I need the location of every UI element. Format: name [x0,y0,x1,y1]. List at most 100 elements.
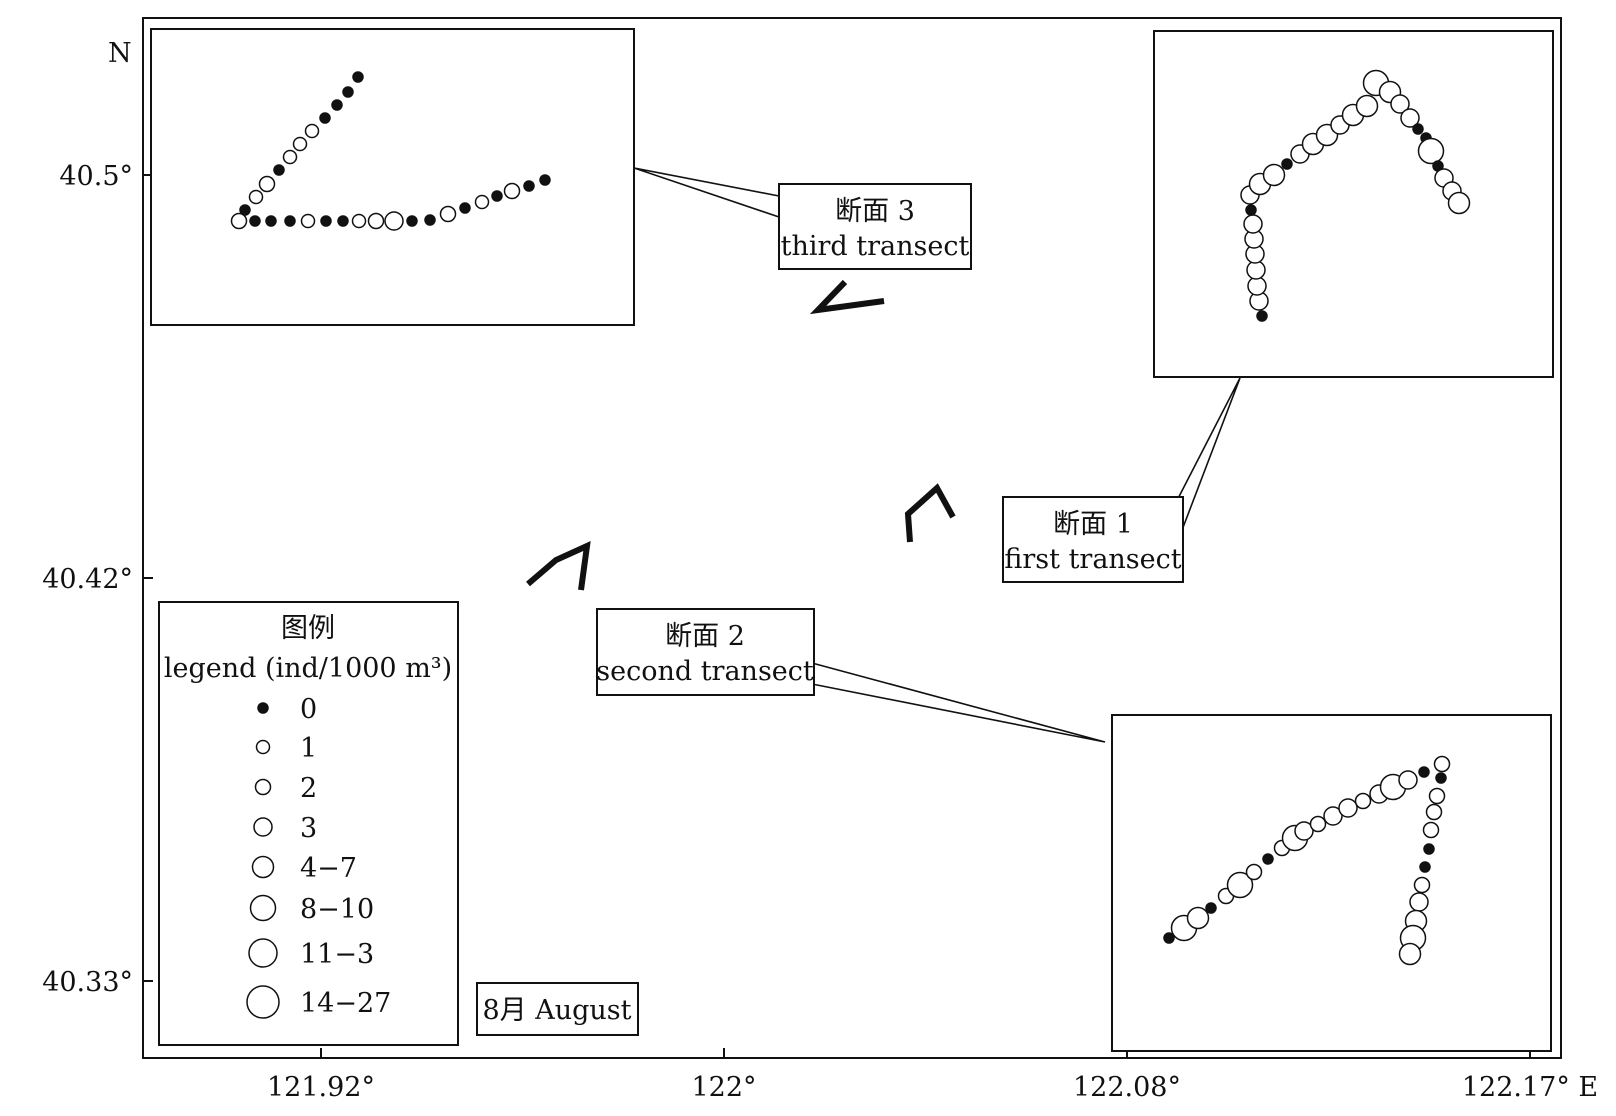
station-t1-29 [1447,191,1471,215]
callout-2-line1: 断面 2 [665,621,745,652]
callout-2-line2: second transect [596,656,814,687]
callout-3-box [778,183,972,270]
station-t3-5 [292,136,308,152]
station-t3-0 [352,71,364,83]
station-t3-12 [249,215,261,227]
callout-transect-3: 断面 3 third transect [778,183,972,270]
legend-label-0: 0 [300,694,317,725]
station-t1-7 [1245,204,1257,216]
station-t2-10 [1294,821,1314,841]
station-t3-26 [491,190,503,202]
station-t1-0 [1256,310,1268,322]
leader-3 [633,167,780,218]
lat-label-40-42: 40.42° [42,564,133,595]
station-t2-2 [1186,906,1210,930]
month-box-frame [476,982,639,1036]
station-t1-3 [1246,260,1266,280]
station-t1-25 [1417,137,1445,165]
station-t2-17 [1398,770,1418,790]
legend-symbol-0 [257,702,269,714]
callout-2-box [596,608,815,696]
station-t3-4 [304,123,320,139]
transect-2-track [526,541,591,591]
station-t3-8 [258,175,276,193]
legend-label-6: 11−3 [300,939,374,970]
transect-tracks [526,279,956,591]
station-t3-2 [331,99,343,111]
month-box: 8月 August [476,982,639,1036]
station-t3-23 [439,205,457,223]
inset-transect-1 [1153,30,1554,378]
station-t3-16 [320,215,332,227]
station-t1-11 [1281,158,1293,170]
station-t1-21 [1390,94,1410,114]
station-t2-25 [1419,861,1431,873]
station-t2-18 [1418,766,1430,778]
callout-transect-1: 断面 1 first transect [1002,496,1184,583]
legend-symbol-2 [254,778,272,796]
station-t3-3 [319,112,331,124]
station-t3-19 [367,212,385,230]
callout-3-line1: 断面 3 [835,196,915,227]
station-t3-21 [406,215,418,227]
legend-symbol-7 [246,985,280,1019]
lon-label-121-92: 121.92° [267,1072,375,1103]
lon-label-122: 122° [691,1072,756,1103]
station-t1-6 [1243,214,1263,234]
legend-symbol-5 [249,894,277,922]
legend-symbol-4 [251,855,275,879]
station-t2-0 [1163,932,1175,944]
month-label: 8月 August [482,995,631,1026]
station-t2-21 [1428,787,1446,805]
station-t2-5 [1226,871,1254,899]
station-t3-24 [459,202,471,214]
legend-subtitle: legend (ind/1000 m³) [164,653,452,684]
callout-1-line2: first transect [1004,544,1181,575]
legend-title: 图例 [281,613,335,644]
inset-transect-2 [1111,714,1552,1052]
legend-label-3: 3 [300,813,317,844]
station-t3-11 [230,212,248,230]
legend-box [158,601,459,1046]
station-t1-10 [1262,163,1286,187]
leader-2 [811,662,1106,743]
station-t3-15 [300,213,316,229]
station-t2-19 [1433,755,1451,773]
station-markers [230,69,1471,966]
legend-symbol-3 [253,817,273,837]
station-t3-13 [265,215,277,227]
station-t2-3 [1205,902,1217,914]
station-t3-18 [351,213,367,229]
station-t3-6 [282,149,298,165]
station-t3-29 [539,174,551,186]
legend-symbol-6 [248,938,278,968]
legend-symbol-1 [255,739,271,755]
station-t2-13 [1338,798,1358,818]
legend-label-2: 2 [300,773,317,804]
station-t1-23 [1412,123,1424,135]
station-t3-10 [239,204,251,216]
legend: 图例 legend (ind/1000 m³) 01234−78−1011−31… [158,601,459,1046]
station-t2-30 [1398,942,1422,966]
station-t1-17 [1355,94,1379,118]
legend-label-1: 1 [300,733,317,764]
lon-label-122-08: 122.08° [1073,1072,1181,1103]
lon-ticks [320,1048,1531,1058]
station-t3-14 [284,215,296,227]
map-frame [142,17,1562,1059]
station-t2-6 [1245,863,1263,881]
station-t3-25 [474,194,490,210]
legend-label-4: 4−7 [300,853,357,884]
transect-3-track [809,279,885,315]
station-t3-28 [523,180,535,192]
legend-label-7: 14−27 [300,988,391,1019]
inset-transect-3 [150,28,635,326]
station-t3-7 [273,164,285,176]
callout-1-box [1002,496,1184,583]
station-t3-9 [248,189,264,205]
lat-label-40-5: 40.5° [59,161,133,192]
station-t2-26 [1413,876,1431,894]
station-t3-17 [337,215,349,227]
